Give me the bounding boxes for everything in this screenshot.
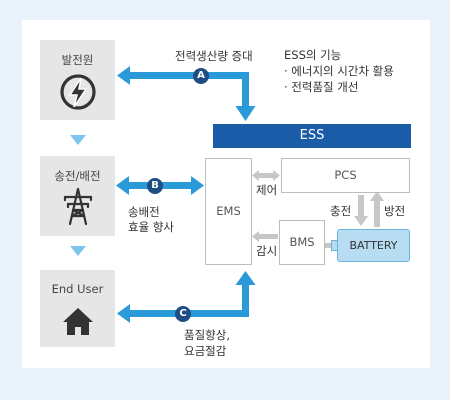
discharge-label: 방전 — [384, 204, 406, 218]
ess-functions-title: ESS의 기능 — [284, 48, 342, 62]
ems-label: EMS — [216, 204, 241, 218]
badge-c: C — [175, 306, 191, 322]
arrow-a — [117, 66, 256, 121]
source-end-user: End User — [40, 270, 115, 347]
annotation-b-line1: 송배전 — [128, 205, 160, 219]
battery-label: BATTERY — [349, 239, 398, 252]
house-icon — [63, 308, 93, 335]
badge-a: A — [193, 68, 209, 84]
transmission-tower-icon — [63, 187, 93, 226]
lightning-bolt-icon — [60, 74, 96, 110]
badge-b: B — [147, 178, 163, 194]
battery-box: BATTERY — [337, 229, 410, 262]
internal-connectors — [252, 170, 384, 248]
ess-title-bar: ESS — [213, 124, 411, 148]
pcs-box: PCS — [281, 158, 410, 193]
bms-label: BMS — [289, 235, 315, 249]
annotation-a: 전력생산량 증대 — [175, 49, 253, 63]
annotation-c-line1: 품질향상, — [184, 328, 230, 342]
ess-function-item: · 에너지의 시간차 활용 — [284, 64, 394, 78]
annotation-b-line2: 효율 향사 — [128, 220, 174, 234]
control-label: 제어 — [256, 183, 278, 197]
bms-box: BMS — [279, 220, 325, 265]
source-power-plant: 발전원 — [40, 40, 115, 120]
end-user-label: End User — [51, 282, 104, 296]
flow-chevron-down-2 — [70, 246, 86, 256]
ems-box: EMS — [205, 158, 252, 265]
charge-label: 충전 — [330, 204, 352, 218]
ess-function-item: · 전력품질 개선 — [284, 80, 359, 94]
transmission-label: 송전/배전 — [54, 169, 101, 183]
pcs-label: PCS — [334, 168, 357, 182]
monitor-label: 감시 — [256, 244, 278, 258]
annotation-c-line2: 요금절감 — [184, 344, 227, 358]
flow-chevron-down-1 — [70, 135, 86, 145]
power-plant-label: 발전원 — [61, 53, 94, 67]
source-transmission: 송전/배전 — [40, 156, 115, 236]
